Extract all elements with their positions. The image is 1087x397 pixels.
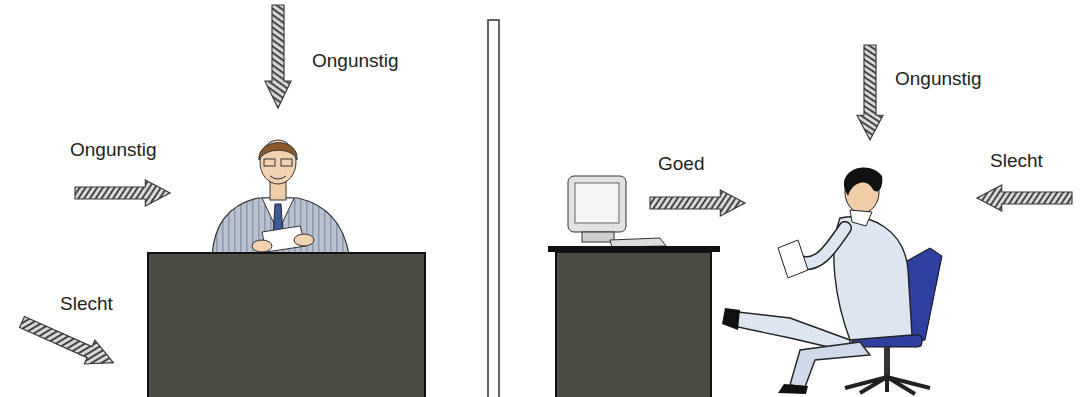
keyboard	[610, 238, 666, 247]
arrow-symbol	[75, 180, 170, 206]
arrow-label: Ongunstig	[70, 139, 157, 161]
panel-divider	[488, 20, 499, 397]
arm	[800, 228, 845, 263]
screen	[575, 183, 619, 223]
shoe	[778, 384, 808, 394]
arrow-symbol	[265, 5, 291, 108]
glasses	[264, 159, 275, 166]
hair	[844, 168, 882, 196]
paper	[778, 240, 808, 278]
arrow-label: Slecht	[60, 293, 113, 315]
arrow-symbol	[650, 190, 745, 216]
arrow-symbol	[977, 185, 1072, 211]
chair-base	[845, 377, 930, 394]
arrow-label: Ongunstig	[312, 50, 399, 72]
arm	[800, 228, 845, 263]
glasses	[281, 159, 292, 166]
leg	[790, 342, 870, 387]
chair-post	[884, 347, 890, 377]
neck	[270, 182, 286, 200]
desk	[556, 252, 711, 397]
desk	[148, 253, 425, 397]
shoe	[722, 308, 740, 330]
hair	[259, 143, 297, 160]
arrow-label: Slecht	[990, 150, 1043, 172]
hand	[252, 240, 272, 252]
arrow-label: Ongunstig	[895, 68, 982, 90]
monitor-base	[582, 232, 614, 242]
person-left	[212, 140, 350, 262]
arrow-symbol	[857, 45, 883, 140]
mouth	[270, 176, 286, 179]
shirt	[850, 210, 872, 226]
arrow-label: Goed	[658, 153, 704, 175]
person-right	[722, 168, 942, 394]
arrow-symbol	[17, 310, 119, 374]
desk-computer	[548, 176, 720, 397]
hand	[294, 234, 314, 246]
monitor	[568, 176, 626, 232]
